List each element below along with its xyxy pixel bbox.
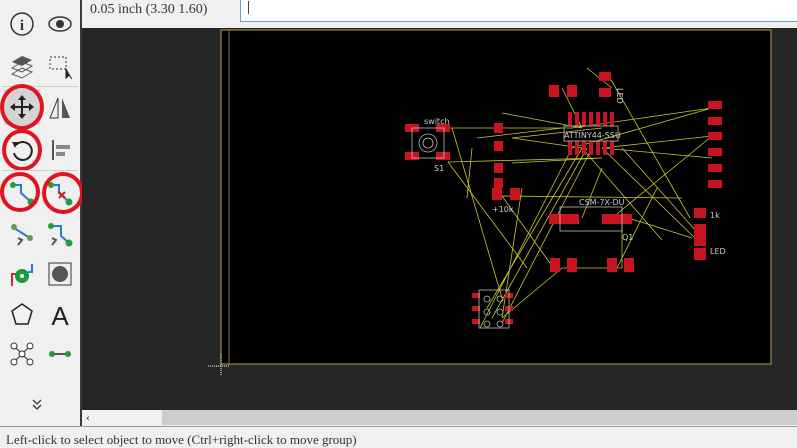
group-select-tool[interactable] [42,48,78,84]
more-tools-button[interactable] [30,398,44,417]
text-tool[interactable]: A [42,296,78,332]
svg-text:A: A [51,301,69,328]
net-node-icon [10,342,34,366]
via-icon [11,264,33,286]
led2-value-label: LED [710,247,726,256]
align-icon [52,140,70,160]
svg-text:i: i [20,18,24,34]
wire-icon [49,351,71,357]
hole-tool[interactable] [42,256,78,292]
diff-pair-icon [11,224,33,246]
board-dimension [228,29,772,365]
layers-icon [10,56,34,79]
switch-label: switch [424,117,450,126]
origin-crosshair [208,354,230,376]
airwires [447,67,713,329]
select-rect-icon [49,56,73,80]
coordinate-readout: 0.05 inch (3.30 1.60) [90,2,208,17]
q1-label: Q1 [622,233,633,242]
status-message: Left-click to select object to move (Ctr… [6,432,357,447]
top-bar: 0.05 inch (3.30 1.60) | [82,0,797,28]
scroll-left-button[interactable]: ‹ [82,410,162,425]
route-diff-tool[interactable] [4,216,40,252]
mirror-tool[interactable] [42,89,78,125]
info-tool[interactable]: i [4,6,40,42]
tool-palette: i A [0,0,84,428]
mirror-icon [49,97,70,119]
meander-icon [48,223,73,247]
text-icon: A [51,301,69,328]
polygon-icon [11,303,33,325]
status-bar: Left-click to select object to move (Ctr… [0,426,797,447]
pads [405,72,722,324]
r3-value-label: 1k [710,211,720,220]
info-icon: i [10,12,34,36]
chevron-double-down-icon [32,399,42,410]
s1-label: S1 [434,164,444,173]
r2-value-label: +10k [492,205,514,214]
split-tool[interactable] [4,336,40,372]
led1-value-label: LED [615,88,624,104]
show-tool[interactable] [42,6,78,42]
via-tool[interactable] [4,256,40,292]
crystal-label: CSM-7X-DU [579,198,625,207]
command-input[interactable]: | [240,0,797,22]
highlight-circle [0,172,40,212]
mcu-pads [568,112,614,155]
board-drawing: switch S1 ATTINY44-SSU CSM-7X-DU Q1 +10k… [208,29,772,376]
highlight-circle [0,84,44,130]
highlight-circle [2,129,42,171]
meander-tool[interactable] [42,216,78,252]
horizontal-scrollbar[interactable]: ‹ [82,410,797,425]
polygon-tool[interactable] [4,296,40,332]
layers-tool[interactable] [4,48,40,84]
wire-tool[interactable] [42,336,78,372]
eye-icon [48,16,72,32]
highlight-circle [42,172,84,214]
silkscreen [411,125,623,329]
hole-icon [48,262,72,286]
board-canvas[interactable]: switch S1 ATTINY44-SSU CSM-7X-DU Q1 +10k… [82,28,797,410]
align-tool[interactable] [42,132,78,168]
mcu-label: ATTINY44-SSU [564,131,621,140]
